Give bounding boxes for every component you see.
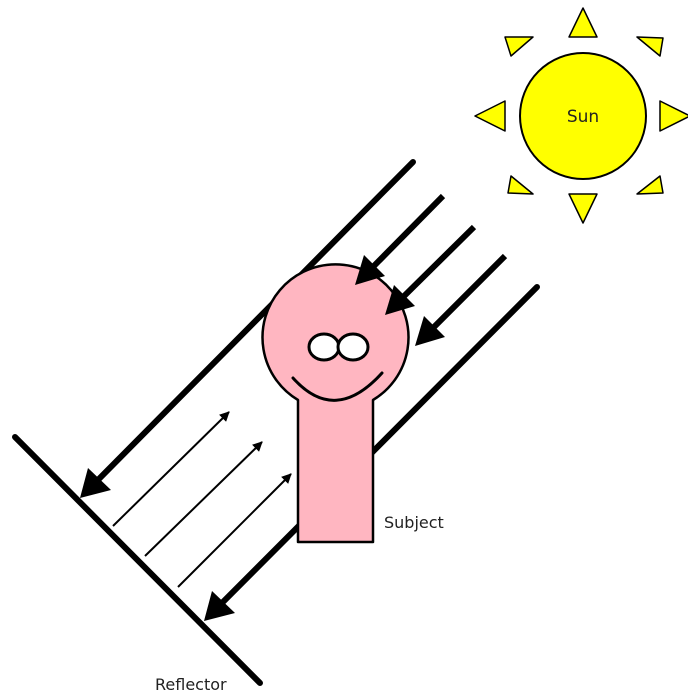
sun-label: Sun [567, 107, 599, 127]
sun-ray-top-right [637, 37, 663, 56]
subject-eye-right [338, 334, 368, 360]
sun-ray-bottom-left [508, 176, 533, 194]
sun-ray-bottom [569, 194, 597, 223]
reflected-ray [113, 412, 229, 526]
incoming-ray [425, 256, 505, 336]
reflected-ray [178, 474, 291, 587]
sun: Sun [475, 8, 688, 223]
subject-label: Subject [384, 513, 444, 532]
sun-ray-top [569, 8, 597, 37]
sun-ray-top-left [505, 37, 533, 56]
subject [263, 264, 409, 542]
subject-figure [263, 264, 409, 542]
reflected-ray [145, 442, 262, 556]
subject-eye-left [309, 334, 339, 360]
sun-ray-bottom-right [637, 176, 663, 194]
sun-ray-left [475, 101, 505, 131]
sun-ray-right [660, 101, 688, 131]
incoming-ray [395, 227, 474, 305]
reflector-panel [15, 437, 260, 683]
incoming-ray [365, 196, 443, 275]
reflector-label: Reflector [155, 675, 227, 694]
